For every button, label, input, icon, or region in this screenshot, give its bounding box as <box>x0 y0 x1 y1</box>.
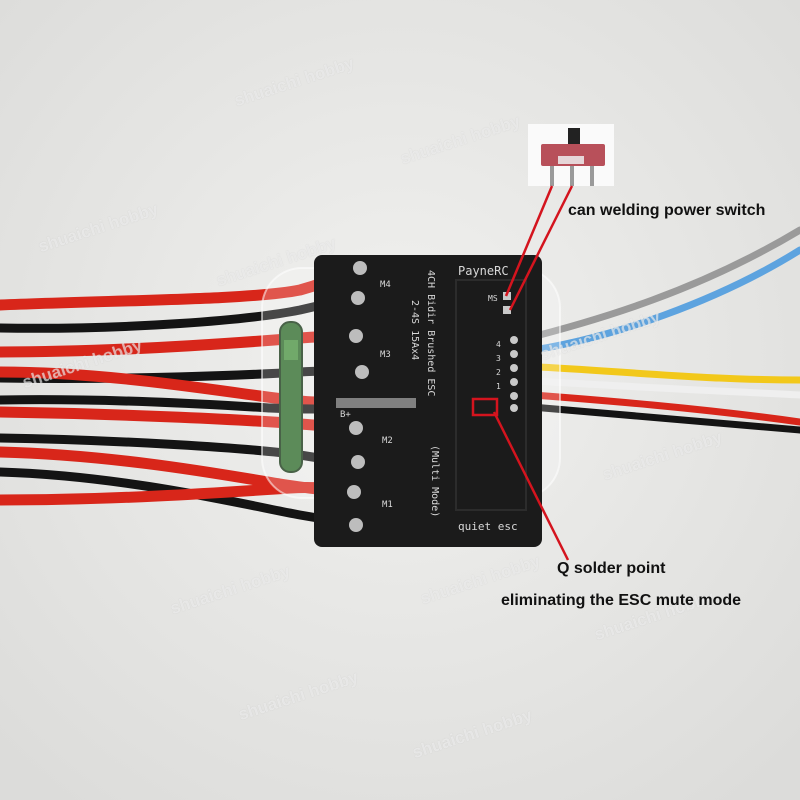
wire-white <box>516 376 800 399</box>
callout-mute-mode: eliminating the ESC mute mode <box>501 592 742 609</box>
pcb-model-line1: 4CH Bidir Brushed ESC <box>425 270 436 397</box>
pcb-channel-3: 3 <box>496 354 501 363</box>
motor-pads <box>347 261 369 532</box>
pcb-model-line3: (Multi Mode) <box>429 445 440 518</box>
right-wire-bundle <box>516 226 800 434</box>
wire-black-signal <box>516 402 800 434</box>
pcb-brand: PayneRC <box>458 264 509 278</box>
pcb-label-m2: M2 <box>382 436 393 446</box>
pcb-label-battery: B+ <box>340 410 351 420</box>
pcb-label-m4: M4 <box>380 280 391 290</box>
slide-switch-icon <box>528 124 614 186</box>
battery-pad <box>336 398 416 408</box>
wire-red-signal <box>516 390 800 426</box>
pcb-label-switch-pads: MS <box>488 294 498 303</box>
switch-pad <box>503 306 511 314</box>
pcb-label-m1: M1 <box>382 500 393 510</box>
pcb-label-m3: M3 <box>380 350 391 360</box>
pcb-channel-1: 1 <box>496 382 501 391</box>
q-point-highlight <box>471 397 499 417</box>
wire-yellow <box>516 362 800 384</box>
capacitor-band <box>284 340 298 360</box>
callout-q-point: Q solder point <box>557 560 666 577</box>
pcb-footer: quiet esc <box>458 520 518 533</box>
pcb-channel-2: 2 <box>496 368 501 377</box>
pcb-model-line2: 2-4S 15Ax4 <box>409 300 420 361</box>
wire-blue <box>516 246 800 356</box>
signal-pads <box>510 336 518 412</box>
callout-switch: can welding power switch <box>568 202 766 219</box>
pcb-trace-area <box>455 279 527 511</box>
pcb-board <box>314 255 542 547</box>
wire-gray <box>516 226 800 344</box>
annotation-lines <box>471 185 574 561</box>
pcb-channel-4: 4 <box>496 340 501 349</box>
